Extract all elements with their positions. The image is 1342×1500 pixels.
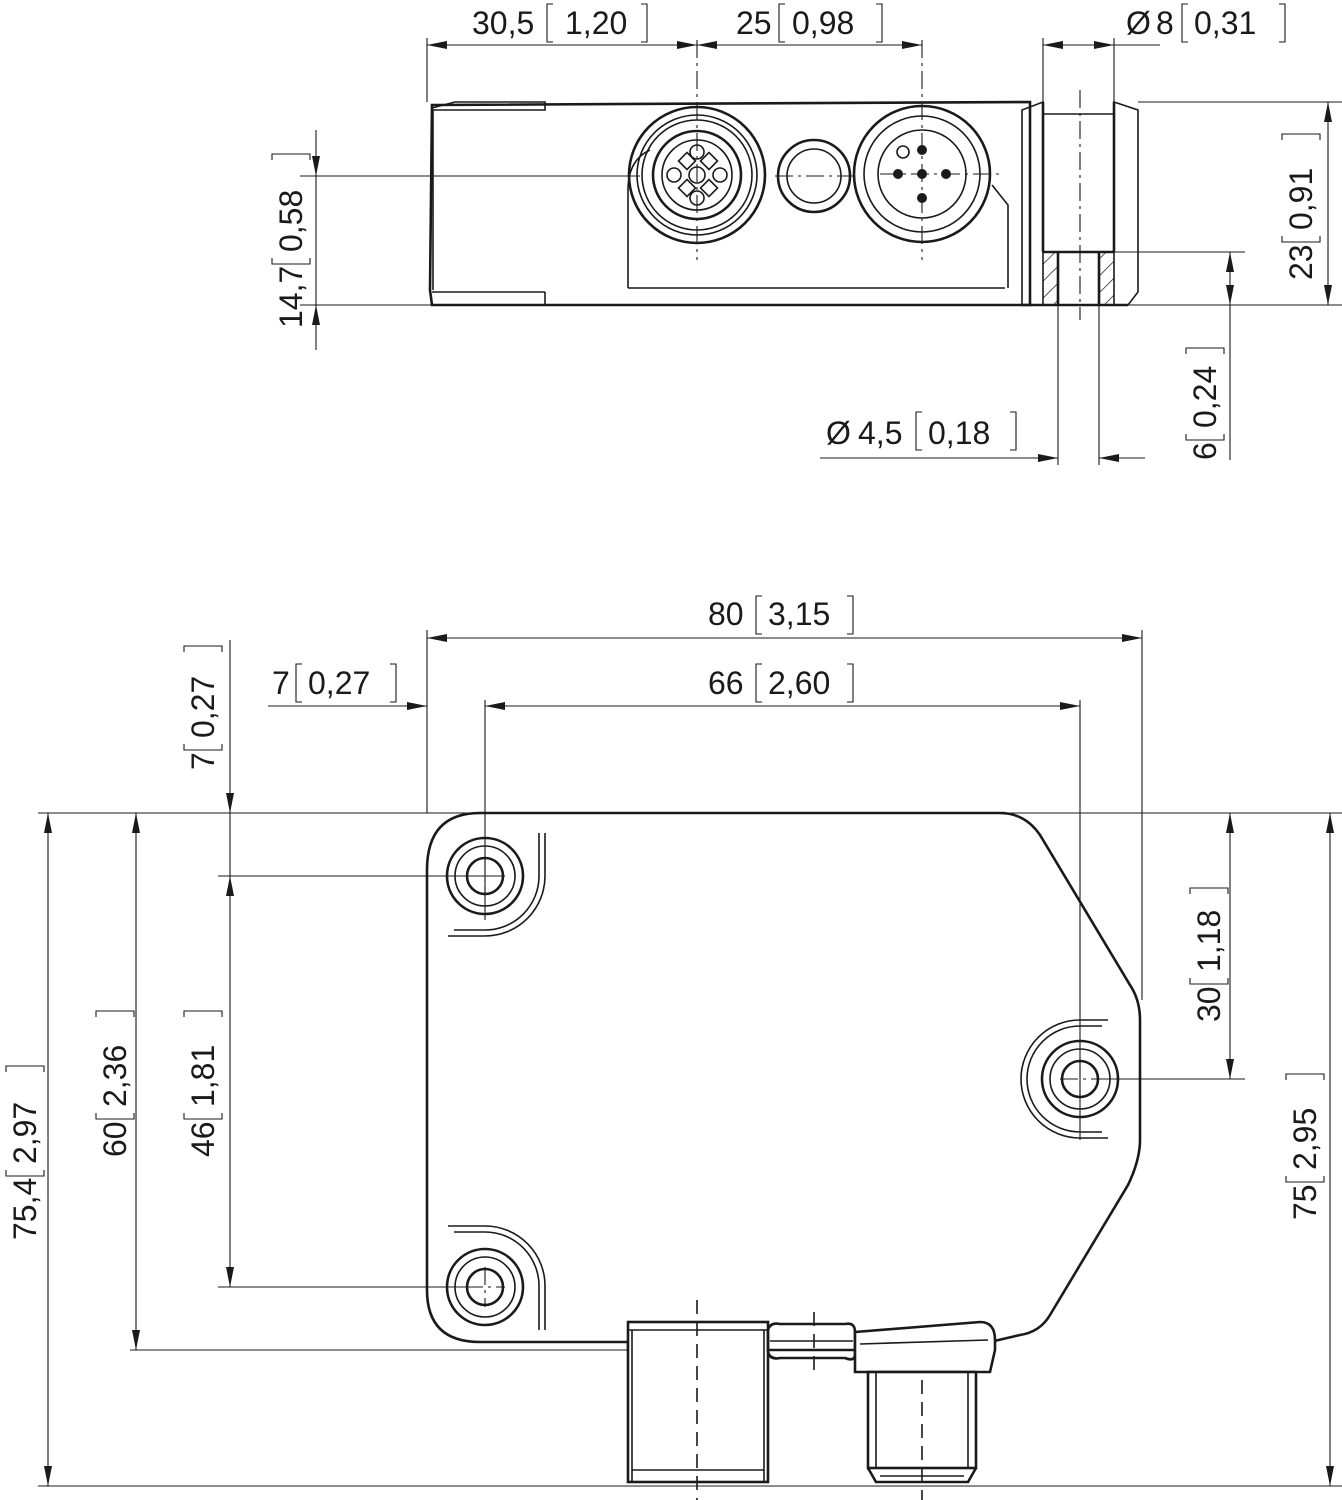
dim-75-4-in: 2,97 bbox=[7, 1102, 43, 1164]
dim-6-mm: 6 bbox=[1187, 442, 1223, 460]
connector-female-plan bbox=[626, 1300, 770, 1500]
dim-66-mm: 66 bbox=[708, 665, 744, 701]
dim-23-mm: 23 bbox=[1283, 244, 1319, 280]
dim-dia-4-5-in: 0,18 bbox=[928, 415, 990, 451]
dim-30-mm: 30 bbox=[1191, 986, 1227, 1022]
dim-66: 66 2,60 bbox=[708, 663, 854, 703]
housing-body-side bbox=[428, 100, 1032, 307]
dim-75-4-mm: 75,4 bbox=[7, 1178, 43, 1240]
dim-7h-in: 0,27 bbox=[308, 665, 370, 701]
dim-25-mm: 25 bbox=[736, 5, 772, 41]
dim-7v-mm: 7 bbox=[185, 752, 221, 770]
dim-46-in: 1,81 bbox=[185, 1045, 221, 1107]
dim-80: 80 3,15 bbox=[708, 595, 854, 635]
mounting-hole-top-left bbox=[445, 833, 546, 937]
dim-75-in: 2,95 bbox=[1287, 1108, 1323, 1170]
dim-60-mm: 60 bbox=[97, 1121, 133, 1157]
dim-80-mm: 80 bbox=[708, 596, 744, 632]
dim-14-7-mm: 14,7 bbox=[273, 266, 309, 328]
dim-75-4: 75,4 2,97 bbox=[5, 1065, 45, 1240]
led-bridge-plan bbox=[766, 1312, 857, 1370]
mounting-hole-bottom-left bbox=[445, 1225, 546, 1330]
dim-dia-8-mm: 8 bbox=[1156, 5, 1174, 41]
dim-6: 6 0,24 bbox=[1185, 347, 1225, 460]
dim-7-vertical: 7 0,27 bbox=[183, 645, 223, 770]
dim-30-5-mm: 30,5 bbox=[472, 5, 534, 41]
dim-80-in: 3,15 bbox=[768, 596, 830, 632]
dim-46-mm: 46 bbox=[185, 1121, 221, 1157]
dim-7v-in: 0,27 bbox=[185, 676, 221, 738]
housing-plate-outline bbox=[425, 811, 1142, 1352]
dim-dia-8: Ø 8 0,31 bbox=[1126, 3, 1286, 43]
dim-14-7: 14,7 0,58 bbox=[271, 153, 311, 328]
connector-male-plan bbox=[853, 1320, 997, 1500]
dim-14-7-in: 0,58 bbox=[273, 190, 309, 252]
dim-dia-8-in: 0,31 bbox=[1194, 5, 1256, 41]
dim-7-horizontal: 7 0,27 bbox=[272, 663, 397, 703]
dim-75-mm: 75 bbox=[1287, 1184, 1323, 1220]
diameter-symbol: Ø bbox=[1126, 5, 1151, 41]
dim-60: 60 2,36 bbox=[95, 1010, 135, 1157]
side-view bbox=[300, 38, 1342, 465]
dim-23: 23 0,91 bbox=[1281, 133, 1321, 280]
dim-6-in: 0,24 bbox=[1187, 366, 1223, 428]
plan-view bbox=[38, 630, 1342, 1500]
dim-25-in: 0,98 bbox=[792, 5, 854, 41]
dim-60-in: 2,36 bbox=[97, 1045, 133, 1107]
dim-dia-4-5: Ø 4,5 0,18 bbox=[826, 411, 1017, 451]
dim-66-in: 2,60 bbox=[768, 665, 830, 701]
dim-30-5: 30,5 1,20 bbox=[472, 3, 648, 43]
mounting-hole-section bbox=[1021, 90, 1139, 320]
dim-30: 30 1,18 bbox=[1189, 887, 1229, 1022]
dim-23-in: 0,91 bbox=[1283, 168, 1319, 230]
dim-46: 46 1,81 bbox=[183, 1010, 223, 1157]
diameter-symbol-2: Ø bbox=[826, 415, 851, 451]
dim-30-in: 1,18 bbox=[1191, 910, 1227, 972]
dim-30-5-in: 1,20 bbox=[565, 5, 627, 41]
dim-25: 25 0,98 bbox=[736, 3, 883, 43]
dim-dia-4-5-mm: 4,5 bbox=[858, 415, 902, 451]
dim-7h-mm: 7 bbox=[272, 665, 290, 701]
dim-75: 75 2,95 bbox=[1285, 1073, 1325, 1220]
